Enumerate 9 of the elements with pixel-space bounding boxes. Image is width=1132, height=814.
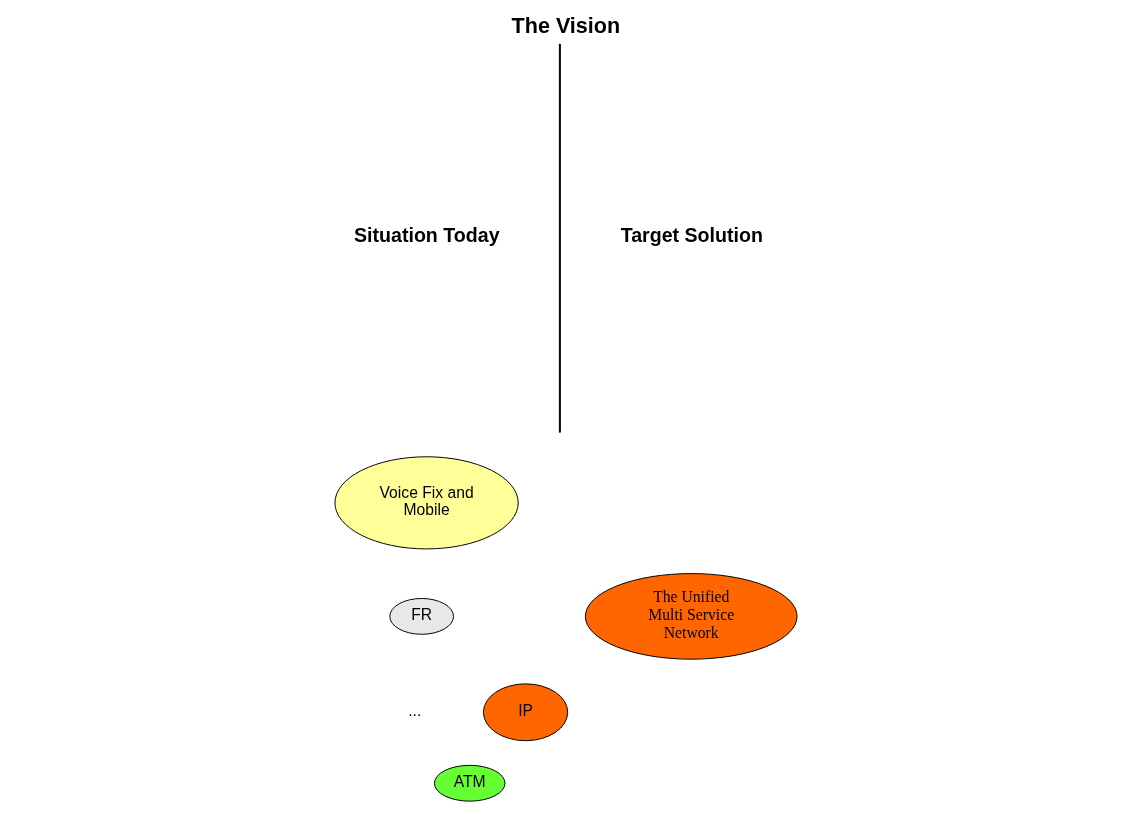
label: Target Solution [620,224,763,247]
node-ellipse: The Unified Multi Service Network [584,573,798,660]
node-ellipse: ATM [433,764,506,802]
label: ... [408,702,422,720]
node-ellipse: Voice Fix and Mobile [334,456,519,550]
node-ellipse: FR [389,598,454,635]
diagram-title: The Vision [511,12,621,38]
label: Situation Today [354,224,500,247]
node-ellipse: IP [482,683,569,742]
